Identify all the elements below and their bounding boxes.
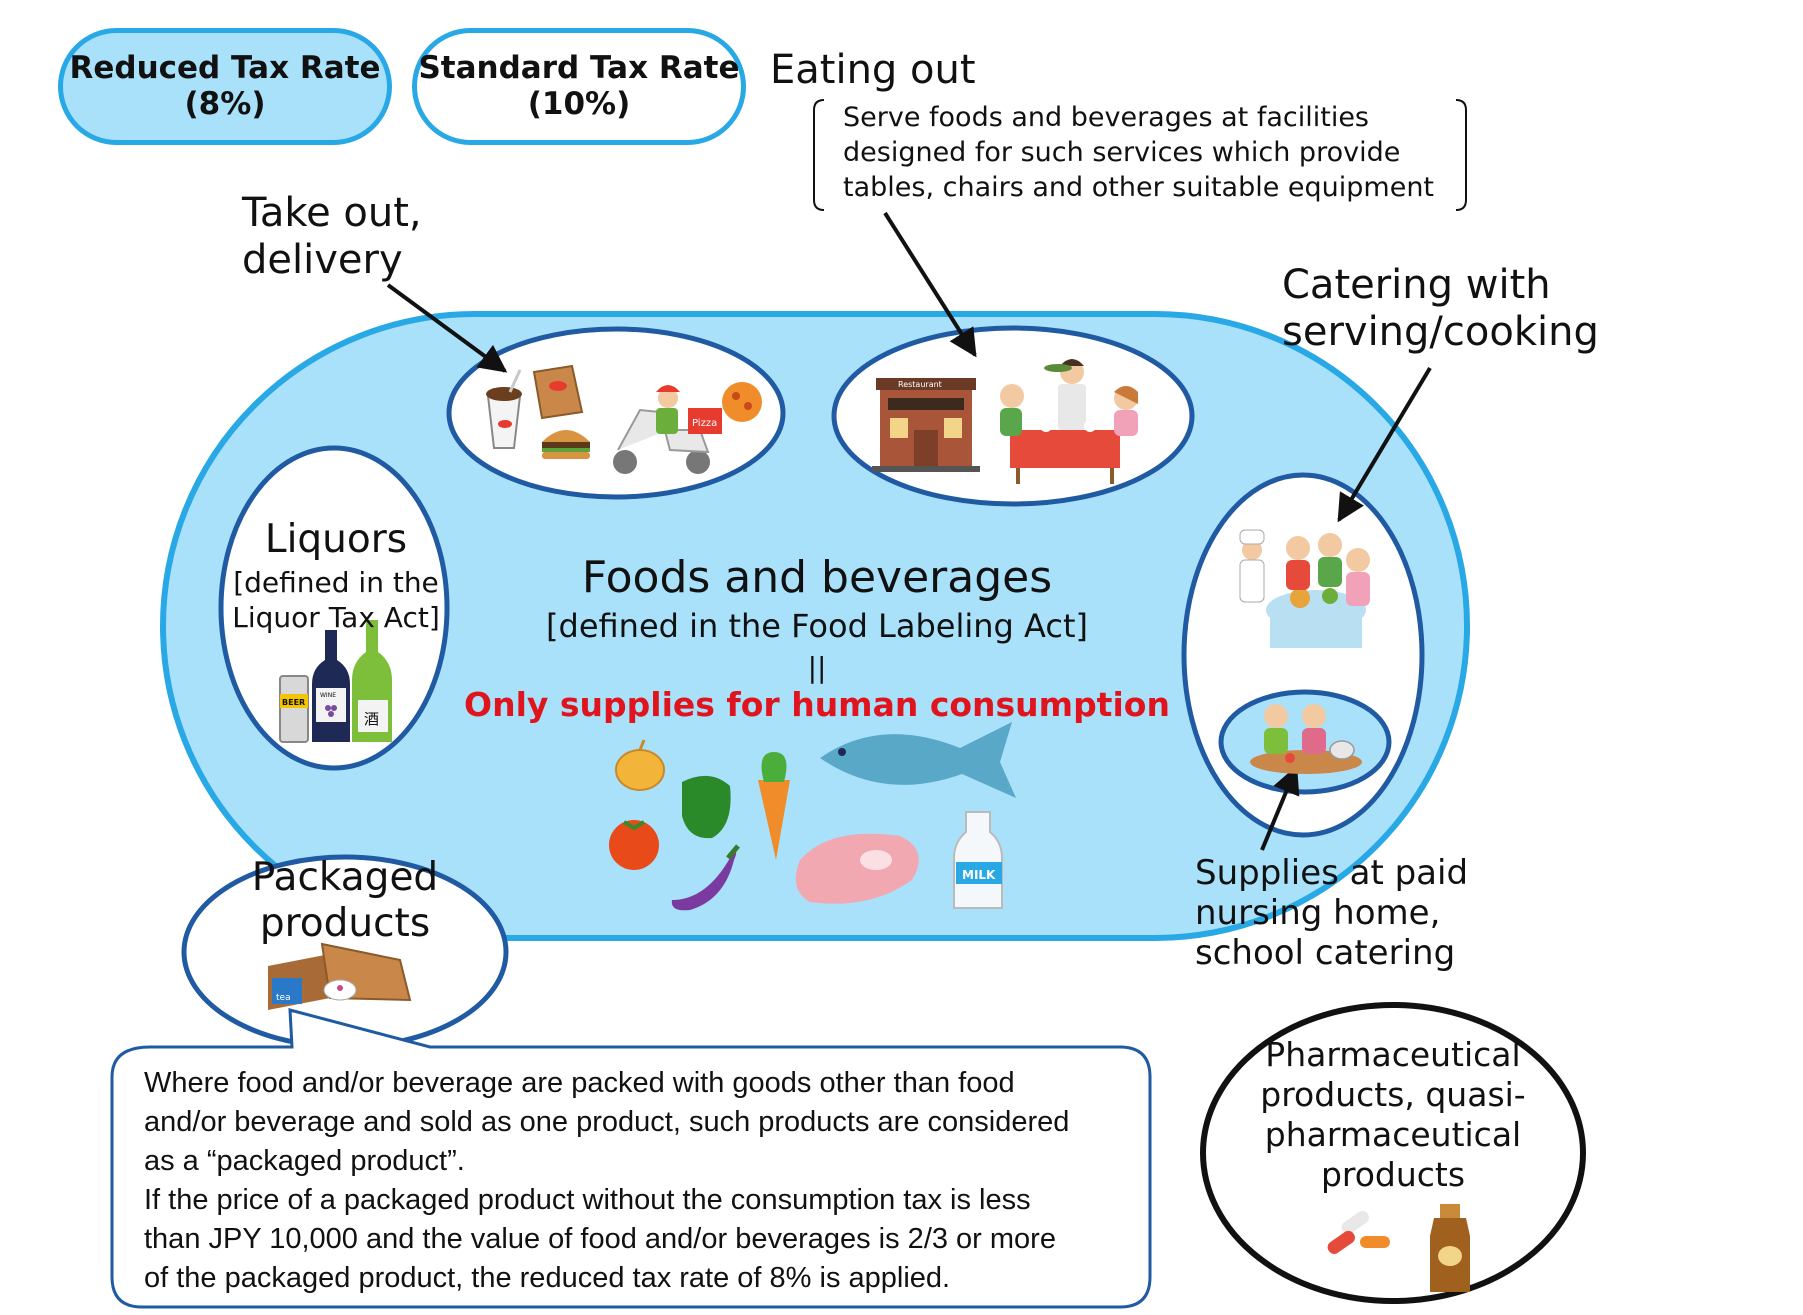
callout-bubble xyxy=(110,1008,1152,1309)
packaged-product-explanation: Where food and/or beverage are packed wi… xyxy=(144,1067,1070,1294)
paper-bag-icon xyxy=(532,364,584,420)
liquors-title: Liquors xyxy=(264,517,408,562)
beer-label: BEER xyxy=(282,698,305,707)
milk-bottle-icon: MILK xyxy=(953,811,1003,909)
tea-label: tea xyxy=(276,993,291,1003)
onion-icon xyxy=(615,739,665,791)
carrot-icon xyxy=(758,752,790,860)
diners-at-table-icon xyxy=(1000,359,1138,484)
packaged-products-label: Packaged products xyxy=(251,855,439,946)
foods-subtitle: [defined in the Food Labeling Act] xyxy=(546,607,1088,645)
foods-illustration: MILK xyxy=(609,722,1016,911)
foods-title: Foods and beverages xyxy=(581,552,1053,603)
eating-out-description: Serve foods and beverages at facilities … xyxy=(843,102,1435,203)
restaurant-sign-text: Restaurant xyxy=(898,380,942,389)
eating-out-illustration: Restaurant xyxy=(872,359,1138,484)
green-pepper-icon xyxy=(682,775,731,839)
take-out-illustration: Pizza xyxy=(486,364,762,474)
eating-out-bracket-left xyxy=(813,99,825,211)
equals-sign: || xyxy=(807,651,827,684)
sake-bottle-icon: 酒 xyxy=(352,620,392,742)
eating-out-bracket-right xyxy=(1455,99,1467,211)
beer-can-icon: BEER xyxy=(279,675,309,743)
sake-label: 酒 xyxy=(364,710,379,728)
liquor-bottles-illustration: BEER WINE 酒 xyxy=(279,620,392,743)
pharmaceutical-ellipse xyxy=(1200,1002,1586,1304)
nursing-illustration xyxy=(1250,704,1362,774)
pizza-sign-text: Pizza xyxy=(692,418,717,429)
catering-label: Catering with serving/cooking xyxy=(1282,262,1599,355)
medicine-bottle-icon xyxy=(1430,1204,1470,1292)
catering-arrow xyxy=(1337,366,1432,523)
milk-label: MILK xyxy=(962,868,996,882)
burger-icon xyxy=(542,430,590,459)
eating-out-arrow xyxy=(883,211,977,358)
standard-rate-legend: Standard Tax Rate (10%) xyxy=(412,28,746,145)
gift-box-illustration: tea xyxy=(268,942,412,1010)
medicine-illustration xyxy=(1327,1204,1470,1292)
liquors-subtitle: [defined in the Liquor Tax Act] xyxy=(232,566,440,634)
pizza-icon xyxy=(722,382,762,422)
capsule-icon xyxy=(1327,1210,1390,1254)
meat-icon xyxy=(795,833,919,904)
wine-label: WINE xyxy=(320,692,336,699)
eating-out-title: Eating out xyxy=(770,47,976,93)
pharmaceutical-label: Pharmaceutical products, quasi- pharmace… xyxy=(1260,1035,1526,1194)
nursing-arrow xyxy=(1260,765,1300,851)
take-out-arrow xyxy=(386,283,508,373)
reduced-rate-legend: Reduced Tax Rate (8%) xyxy=(58,28,392,145)
restaurant-building-icon: Restaurant xyxy=(872,378,980,472)
drink-cup-icon xyxy=(486,369,522,449)
human-consumption-highlight: Only supplies for human consumption xyxy=(464,685,1170,724)
take-out-label: Take out, delivery xyxy=(242,190,422,283)
fish-icon xyxy=(820,722,1016,798)
tomato-icon xyxy=(609,820,659,870)
delivery-scooter-icon: Pizza xyxy=(613,385,722,474)
nursing-home-label: Supplies at paid nursing home, school ca… xyxy=(1195,853,1469,973)
wine-bottle-icon: WINE xyxy=(312,630,350,742)
catering-illustration xyxy=(1239,529,1370,648)
eggplant-icon xyxy=(671,844,740,911)
